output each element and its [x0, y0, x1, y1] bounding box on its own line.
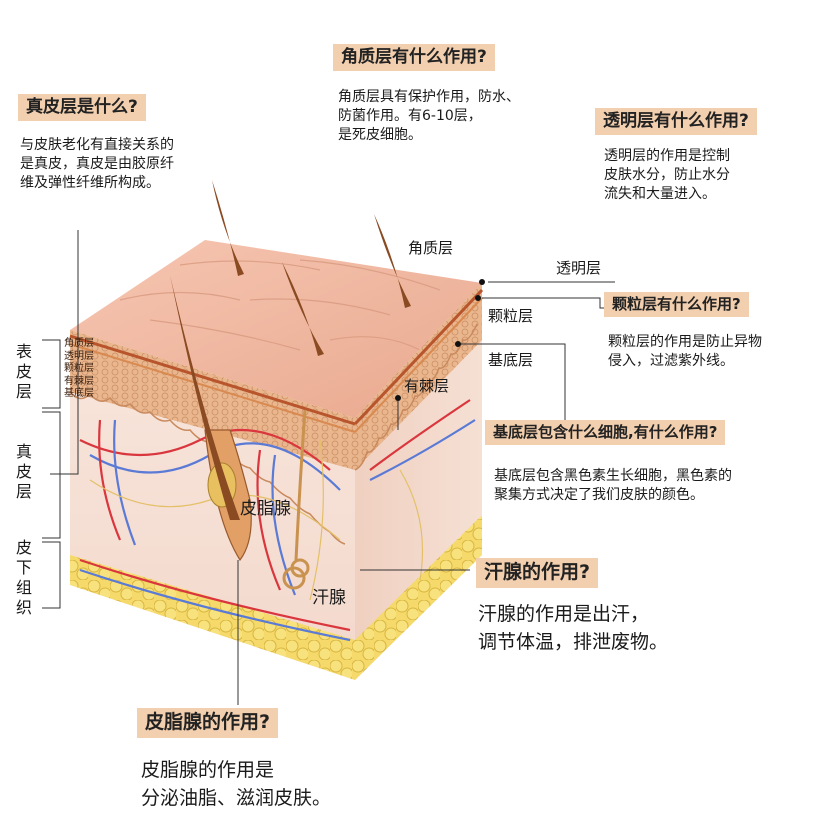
desc-line: 皮肤水分，防止水分: [604, 167, 730, 183]
desc-line: 与皮肤老化有直接关系的: [20, 137, 174, 153]
label-sebaceous-gland: 皮脂腺: [240, 499, 291, 519]
side-label-dermis: 真皮层: [14, 442, 34, 502]
stratum-corneum-title: 角质层有什么作用?: [333, 44, 495, 72]
fat-layer-side: [355, 515, 482, 680]
side-label-text: 皮下组织: [15, 538, 32, 617]
hair-3: [374, 214, 411, 308]
label-stratum-spinosum: 有棘层: [404, 377, 450, 395]
label-stratum-basale: 基底层: [488, 351, 534, 369]
desc-line: 分泌油脂、滋润皮肤。: [141, 787, 332, 809]
mini-layer-label: 透明层: [64, 350, 94, 362]
desc-line: 是死皮细胞。: [338, 127, 422, 143]
desc-line: 角质层具有保护作用，防水、: [338, 89, 520, 105]
desc-line: 调节体温，排泄废物。: [478, 631, 669, 653]
label-stratum-granulosum: 颗粒层: [488, 307, 534, 325]
stratum-lucidum-title: 透明层有什么作用?: [595, 108, 757, 136]
desc-line: 侵入，过滤紫外线。: [608, 353, 734, 369]
stratum-basale-title: 基底层包含什么细胞,有什么作用?: [485, 420, 726, 445]
mini-layer-label: 颗粒层: [64, 363, 94, 374]
fat-layer-front: [70, 555, 355, 680]
mini-layer-labels: 角质层 透明层 颗粒层 有棘层 基底层: [64, 338, 94, 401]
sweat-gland-title: 汗腺的作用?: [476, 558, 599, 588]
stratum-lucidum-desc: 透明层的作用是控制 皮肤水分，防止水分 流失和大量进入。: [604, 147, 730, 204]
desc-line: 维及弹性纤维所构成。: [20, 175, 160, 191]
epidermis-band-side: [355, 283, 482, 470]
desc-line: 汗腺的作用是出汗，: [478, 603, 650, 625]
stratum-basale-desc: 基底层包含黑色素生长细胞，黑色素的 聚集方式决定了我们皮肤的颜色。: [494, 467, 732, 505]
desc-line: 颗粒层的作用是防止异物: [608, 334, 762, 350]
desc-line: 聚集方式决定了我们皮肤的颜色。: [494, 487, 704, 503]
hair-2: [282, 262, 324, 356]
label-stratum-lucidum: 透明层: [556, 259, 602, 277]
stratum-granulosum-desc: 颗粒层的作用是防止异物 侵入，过滤紫外线。: [608, 333, 762, 371]
skin-top-surface: [70, 240, 482, 418]
desc-line: 基底层包含黑色素生长细胞，黑色素的: [494, 468, 732, 484]
desc-line: 防菌作用。有6-10层，: [338, 108, 482, 124]
dermis-title: 真皮层是什么?: [18, 94, 146, 122]
mini-layer-label: 有棘层: [64, 375, 94, 387]
side-label-text: 表皮层: [15, 342, 32, 401]
side-label-text: 真皮层: [15, 442, 32, 501]
desc-line: 透明层的作用是控制: [604, 148, 730, 164]
label-sweat-gland: 汗腺: [312, 588, 346, 608]
desc-line: 流失和大量进入。: [604, 186, 716, 202]
mini-layer-label: 角质层: [64, 338, 94, 349]
sweat-gland-desc: 汗腺的作用是出汗， 调节体温，排泄废物。: [478, 600, 668, 656]
dermis-desc: 与皮肤老化有直接关系的 是真皮，真皮是由胶原纤 维及弹性纤维所构成。: [20, 136, 174, 193]
sebaceous-gland-title: 皮脂腺的作用?: [137, 708, 279, 738]
sebaceous-gland-desc: 皮脂腺的作用是 分泌油脂、滋润皮肤。: [141, 756, 331, 812]
desc-line: 皮脂腺的作用是: [141, 759, 275, 781]
side-label-subcutaneous: 皮下组织: [14, 538, 34, 618]
label-stratum-corneum: 角质层: [408, 239, 454, 257]
side-label-epidermis: 表皮层: [14, 342, 34, 402]
stratum-corneum-desc: 角质层具有保护作用，防水、 防菌作用。有6-10层， 是死皮细胞。: [338, 88, 520, 145]
stratum-granulosum-title: 颗粒层有什么作用?: [604, 292, 749, 317]
desc-line: 是真皮，真皮是由胶原纤: [20, 156, 174, 172]
mini-layer-label: 基底层: [64, 388, 94, 399]
